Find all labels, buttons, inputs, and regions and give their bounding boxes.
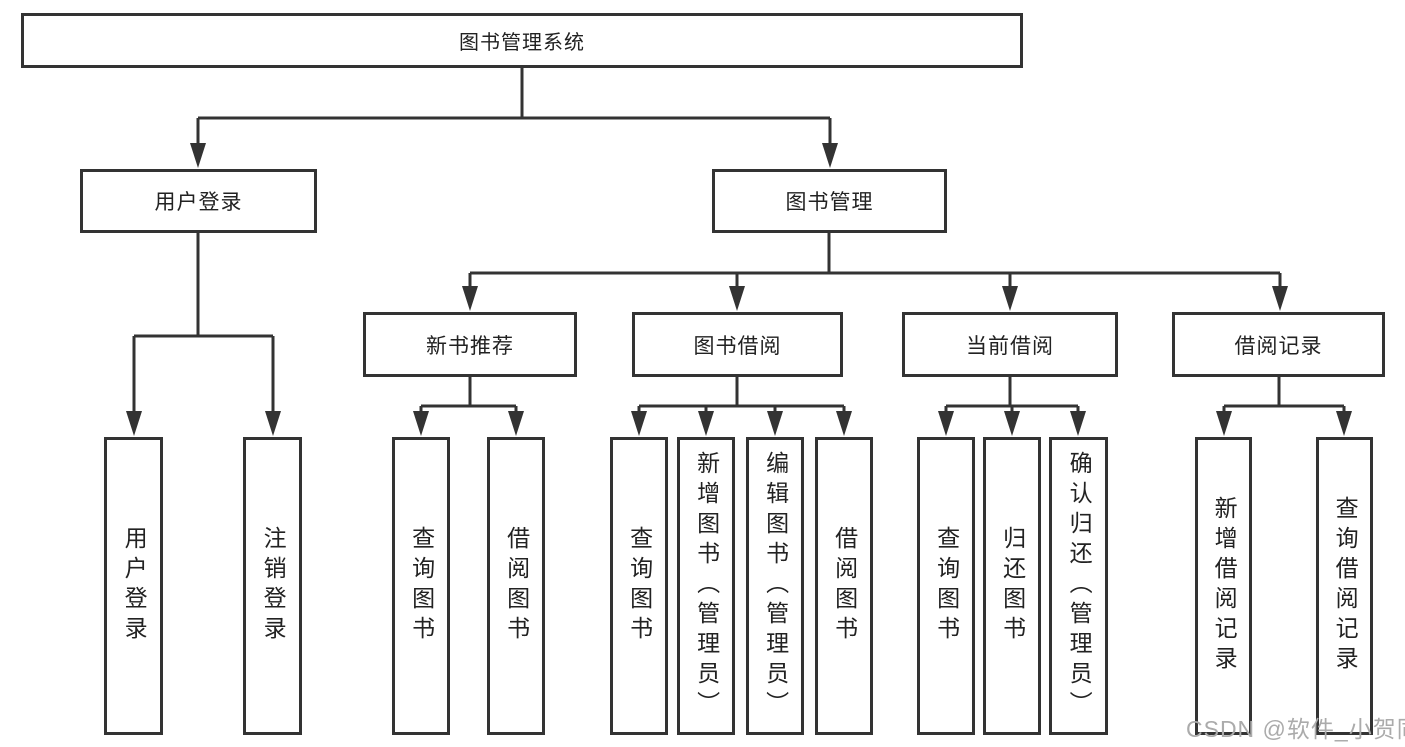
node-borrowing-records: 借阅记录 [1172,312,1385,377]
leaf-nbr-query-books: 查询图书 [392,437,450,735]
node-label: 借阅记录 [1234,334,1323,358]
node-label: 图书管理系统 [459,32,585,54]
node-root-library-management-system: 图书管理系统 [21,13,1023,68]
node-label: 图书管理 [785,191,874,214]
leaf-br-add-record: 新增借阅记录 [1195,437,1252,735]
node-book-management: 图书管理 [712,169,947,233]
csdn-watermark: CSDN @软件_小贺同学 [1186,716,1405,742]
node-label: 用户登录 [154,191,243,214]
node-label: 查询借阅记录 [1332,496,1359,676]
leaf-bb-edit-book-admin: 编辑图书（管理员） [746,437,804,735]
node-label: 查询图书 [626,526,653,646]
leaf-nbr-borrow-books: 借阅图书 [487,437,545,735]
node-label: 归还图书 [999,526,1026,646]
leaf-bb-query-books: 查询图书 [610,437,668,735]
node-label: 编辑图书（管理员） [762,451,789,721]
leaf-cb-query-books: 查询图书 [917,437,975,735]
leaf-bb-borrow-books: 借阅图书 [815,437,873,735]
leaf-cb-confirm-return-admin: 确认归还（管理员） [1049,437,1108,735]
node-label: 借阅图书 [503,526,530,646]
node-new-book-recommend: 新书推荐 [363,312,577,377]
node-label: 新增借阅记录 [1211,496,1238,676]
node-current-borrowing: 当前借阅 [902,312,1118,377]
node-label: 新书推荐 [426,334,514,358]
leaf-logout: 注销登录 [243,437,302,735]
leaf-bb-add-book-admin: 新增图书（管理员） [677,437,735,735]
node-label: 确认归还（管理员） [1066,451,1093,721]
node-label: 新增图书（管理员） [693,451,720,721]
leaf-cb-return-books: 归还图书 [983,437,1041,735]
node-label: 图书借阅 [693,334,782,358]
leaf-user-login: 用户登录 [104,437,163,735]
node-label: 用户登录 [121,526,148,646]
node-label: 查询图书 [933,526,960,646]
node-label: 借阅图书 [831,526,858,646]
node-label: 当前借阅 [966,334,1054,358]
arrowhead-icons [126,143,1352,436]
node-book-borrowing: 图书借阅 [632,312,843,377]
leaf-br-query-record: 查询借阅记录 [1316,437,1373,735]
node-label: 查询图书 [408,526,435,646]
node-user-login: 用户登录 [80,169,317,233]
node-label: 注销登录 [260,526,287,646]
